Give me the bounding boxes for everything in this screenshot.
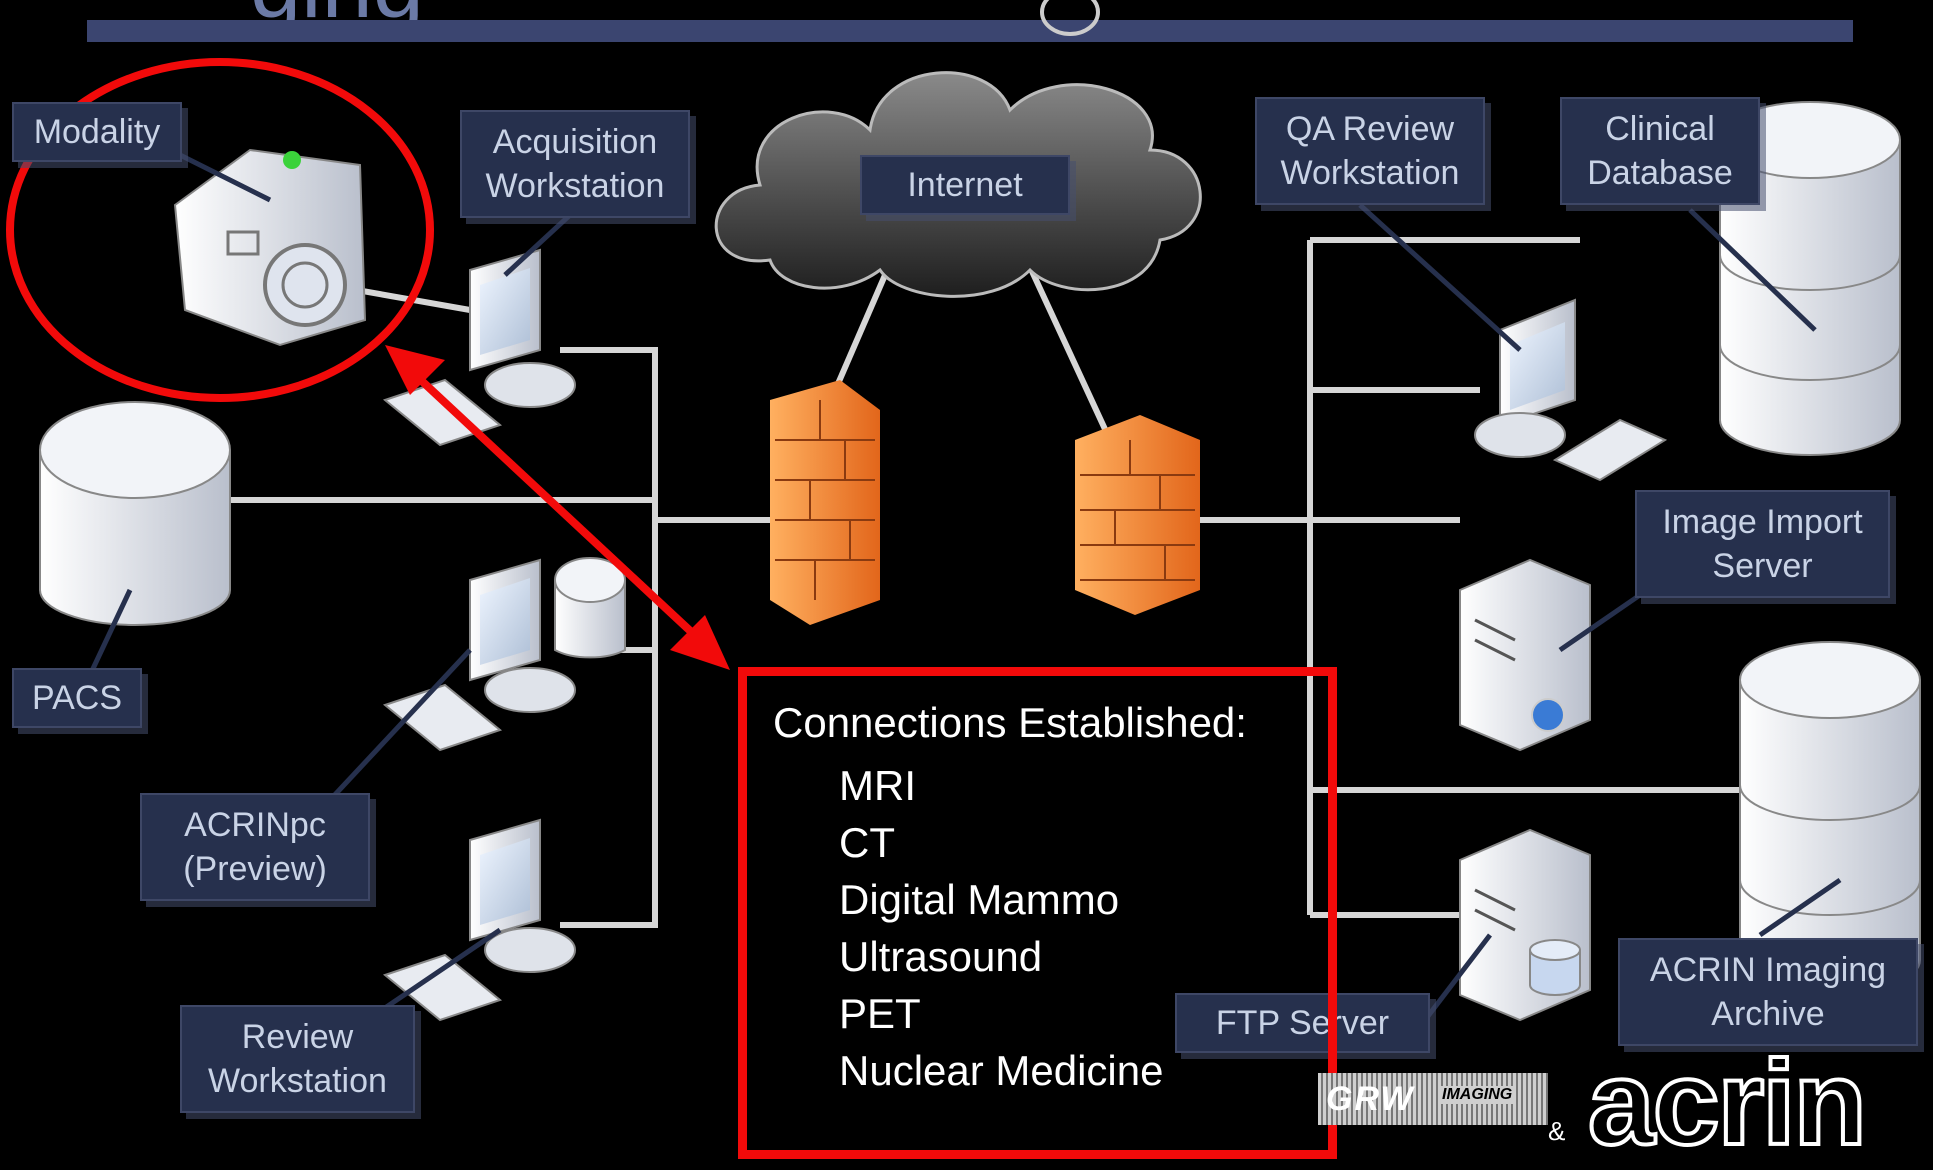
firewall-left-icon <box>770 380 880 625</box>
label-image-import-server: Image Import Server <box>1635 490 1890 598</box>
review-workstation-icon <box>382 818 576 1022</box>
label-review-workstation: Review Workstation <box>180 1005 415 1113</box>
label-qa-review-workstation: QA Review Workstation <box>1255 97 1485 205</box>
header-bar <box>87 20 1853 42</box>
acquisition-workstation-icon <box>382 248 576 447</box>
label-internet: Internet <box>860 155 1070 215</box>
connection-item: Digital Mammo <box>839 876 1120 923</box>
internet-cloud-icon <box>714 0 1202 298</box>
imaging-logo-text: IMAGING <box>1438 1086 1517 1104</box>
logo-group: GRW IMAGING & acrin <box>1318 1036 1888 1170</box>
pacs-database-icon <box>39 401 231 626</box>
image-import-server-icon <box>1459 558 1591 752</box>
acrinpc-workstation-icon <box>382 557 626 752</box>
firewall-right-icon <box>1075 415 1200 615</box>
camera-icon <box>173 148 367 347</box>
connection-item: Nuclear Medicine <box>839 1047 1164 1094</box>
connection-item: PET <box>839 990 921 1037</box>
label-acquisition-workstation: Acquisition Workstation <box>460 110 690 218</box>
label-acrinpc-preview: ACRINpc (Preview) <box>140 793 370 901</box>
connection-item: MRI <box>839 762 916 809</box>
qa-workstation-icon <box>1474 298 1668 482</box>
ftp-server-icon <box>1459 828 1591 1022</box>
connections-established-box: Connections Established: MRI CT Digital … <box>738 667 1337 1159</box>
connection-item: Ultrasound <box>839 933 1043 980</box>
connection-item: CT <box>839 819 895 866</box>
acrin-logo: acrin <box>1586 1036 1869 1170</box>
label-ftp-server: FTP Server <box>1175 993 1430 1053</box>
highlight-arrow <box>385 345 730 670</box>
clinical-database-icon <box>1719 101 1901 456</box>
connections-title: Connections Established: <box>773 699 1247 746</box>
connections-list: MRI CT Digital Mammo Ultrasound PET Nucl… <box>839 757 1163 1099</box>
logo-ampersand: & <box>1548 1116 1566 1146</box>
label-pacs: PACS <box>12 668 142 728</box>
label-clinical-database: Clinical Database <box>1560 97 1760 205</box>
grw-logo-text: GRW <box>1326 1080 1415 1118</box>
grw-imaging-logo: GRW IMAGING <box>1318 1073 1548 1125</box>
label-acrin-imaging-archive: ACRIN Imaging Archive <box>1618 938 1918 1046</box>
label-modality: Modality <box>12 102 182 162</box>
modality-highlight-ellipse <box>6 58 434 402</box>
